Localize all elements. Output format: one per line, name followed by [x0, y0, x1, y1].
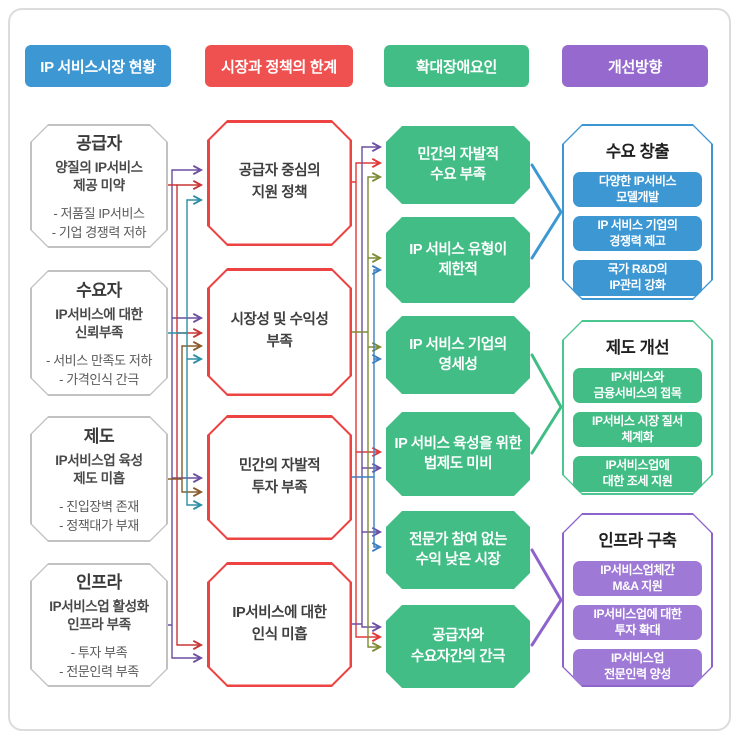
- status-box-infrastructure: 인프라 IP서비스업 활성화 인프라 부족 - 투자 부족 - 전문인력 부족: [30, 563, 168, 687]
- status-box-institution: 제도 IP서비스업 육성 제도 미흡 - 진입장벽 존재 - 정잭대가 부재: [30, 416, 168, 542]
- outer-frame: [8, 8, 731, 731]
- obstacle-label: IP 서비스 기업의 영세성: [409, 336, 507, 373]
- obstacle-box-small-companies: IP 서비스 기업의 영세성: [386, 316, 530, 394]
- status-box-subtitle: 양질의 IP서비스 제공 미약: [55, 160, 143, 193]
- bullet: - 정잭대가 부재: [59, 518, 139, 534]
- status-box-bullets: - 서비스 만족도 저하 - 가격인식 간극: [46, 351, 152, 390]
- obstacle-box-voluntary-demand: 민간의 자발적 수요 부족: [386, 126, 530, 204]
- limit-box-face: [210, 123, 350, 244]
- group-title: 인프라 구축: [598, 532, 677, 550]
- header-market-status: IP 서비스시장 현황: [25, 45, 171, 87]
- limit-box-face: [210, 565, 350, 685]
- improvement-item: IP 서비스 기업의 경쟁력 제고: [573, 216, 702, 251]
- limit-box-marketability: 시장성 및 수익성 부족: [207, 268, 352, 396]
- header-expansion-obstacles: 확대장애요인: [384, 45, 529, 87]
- bullet: - 전문인력 부족: [59, 664, 139, 680]
- status-box-subtitle: IP서비스에 대한 신뢰부족: [55, 307, 143, 340]
- bullet: - 투자 부족: [70, 644, 128, 660]
- status-box-supplier-face: [32, 126, 166, 246]
- obstacle-label: IP 서비스 육성을 위한 법제도 미비: [394, 435, 522, 472]
- status-box-supplier: 공급자 양질의 IP서비스 제공 미약 - 저품질 IP서비스 - 기업 경쟁력 …: [30, 124, 168, 248]
- group-title: 제도 개선: [605, 339, 670, 357]
- obstacle-box-supplier-consumer-gap: 공급자와 수요자간의 간극: [386, 605, 530, 688]
- obstacle-box-service-types: IP 서비스 유형이 제한적: [386, 217, 530, 303]
- improvement-item: IP서비스업에 대한 투자 확대: [573, 605, 702, 640]
- status-box-bullets: - 진입장벽 존재 - 정잭대가 부재: [59, 497, 139, 536]
- status-box-institution-face: [32, 418, 166, 540]
- status-box-title: 공급자: [76, 134, 122, 154]
- obstacle-label: IP 서비스 유형이 제한적: [409, 241, 507, 278]
- limit-box-supplier-centered-policy: 공급자 중심의 지원 정책: [207, 120, 352, 246]
- status-box-title: 제도: [83, 427, 115, 447]
- limit-box-awareness: IP서비스에 대한 인식 미흡: [207, 562, 352, 687]
- limit-box-face: [210, 271, 350, 394]
- bullet: - 진입장벽 존재: [59, 498, 139, 514]
- status-box-consumer-face: [32, 272, 166, 394]
- status-box-title: 인프라: [76, 573, 122, 593]
- improvement-item: IP서비스업에 대한 조세 지원: [573, 456, 702, 491]
- status-box-bullets: - 저품질 IP서비스 - 기업 경쟁력 저하: [52, 204, 147, 243]
- improvement-item: IP서비스 시장 질서 체계화: [573, 412, 702, 447]
- bullet: - 기업 경쟁력 저하: [51, 225, 147, 241]
- limit-box-face: [210, 418, 350, 538]
- obstacle-box-legal-system: IP 서비스 육성을 위한 법제도 미비: [386, 412, 530, 496]
- header-market-policy-limits: 시장과 정책의 한계: [205, 45, 353, 87]
- improvement-item: IP서비스와 금융서비스의 접목: [573, 368, 702, 403]
- status-box-subtitle: IP서비스업 활성화 인프라 부족: [49, 599, 149, 632]
- improvement-group-infrastructure-building: 인프라 구축 IP서비스업체간 M&A 지원 IP서비스업에 대한 투자 확대 …: [562, 513, 713, 687]
- improvement-group-demand-creation: 수요 창출 다양한 IP서비스 모델개발 IP 서비스 기업의 경쟁력 제고 국…: [562, 124, 713, 300]
- limit-box-label: IP서비스에 대한 인식 미흡: [232, 604, 327, 643]
- obstacle-label: 공급자와 수요자간의 간극: [410, 628, 506, 665]
- limit-box-label: 민간의 자발적 투자 부족: [238, 457, 321, 496]
- bullet: - 저품질 IP서비스: [53, 205, 145, 221]
- obstacle-box-low-profit-market: 전문가 참여 없는 수익 낮은 시장: [386, 511, 530, 589]
- status-box-bullets: - 투자 부족 - 전문인력 부족: [59, 643, 139, 682]
- group-items: 다양한 IP서비스 모델개발 IP 서비스 기업의 경쟁력 제고 국가 R&D의…: [573, 172, 702, 296]
- improvement-item: 국가 R&D의 IP관리 강화: [573, 260, 702, 295]
- header-improvement-direction: 개선방향: [562, 45, 708, 87]
- status-box-title: 수요자: [76, 281, 122, 301]
- obstacle-label: 전문가 참여 없는 수익 낮은 시장: [409, 531, 507, 568]
- group-title: 수요 창출: [605, 143, 670, 161]
- improvement-item: 다양한 IP서비스 모델개발: [573, 172, 702, 207]
- obstacle-label: 민간의 자발적 수요 부족: [417, 146, 499, 183]
- bullet: - 가격인식 간극: [59, 372, 139, 388]
- limit-box-label: 시장성 및 수익성 부족: [230, 312, 329, 350]
- limit-box-private-investment: 민간의 자발적 투자 부족: [207, 415, 352, 540]
- bullet: - 서비스 만족도 저하: [45, 352, 153, 368]
- improvement-item: IP서비스업 전문인력 양성: [573, 649, 702, 684]
- group-items: IP서비스업체간 M&A 지원 IP서비스업에 대한 투자 확대 IP서비스업 …: [573, 561, 702, 685]
- status-box-subtitle: IP서비스업 육성 제도 미흡: [55, 453, 143, 486]
- improvement-item: IP서비스업체간 M&A 지원: [573, 561, 702, 596]
- improvement-group-institution-improvement: 제도 개선 IP서비스와 금융서비스의 접목 IP서비스 시장 질서 체계화 I…: [562, 320, 713, 495]
- group-items: IP서비스와 금융서비스의 접목 IP서비스 시장 질서 체계화 IP서비스업에…: [573, 368, 702, 492]
- limit-box-label: 공급자 중심의 지원 정책: [238, 163, 321, 201]
- status-box-infrastructure-face: [32, 565, 166, 685]
- status-box-consumer: 수요자 IP서비스에 대한 신뢰부족 - 서비스 만족도 저하 - 가격인식 간극: [30, 270, 168, 396]
